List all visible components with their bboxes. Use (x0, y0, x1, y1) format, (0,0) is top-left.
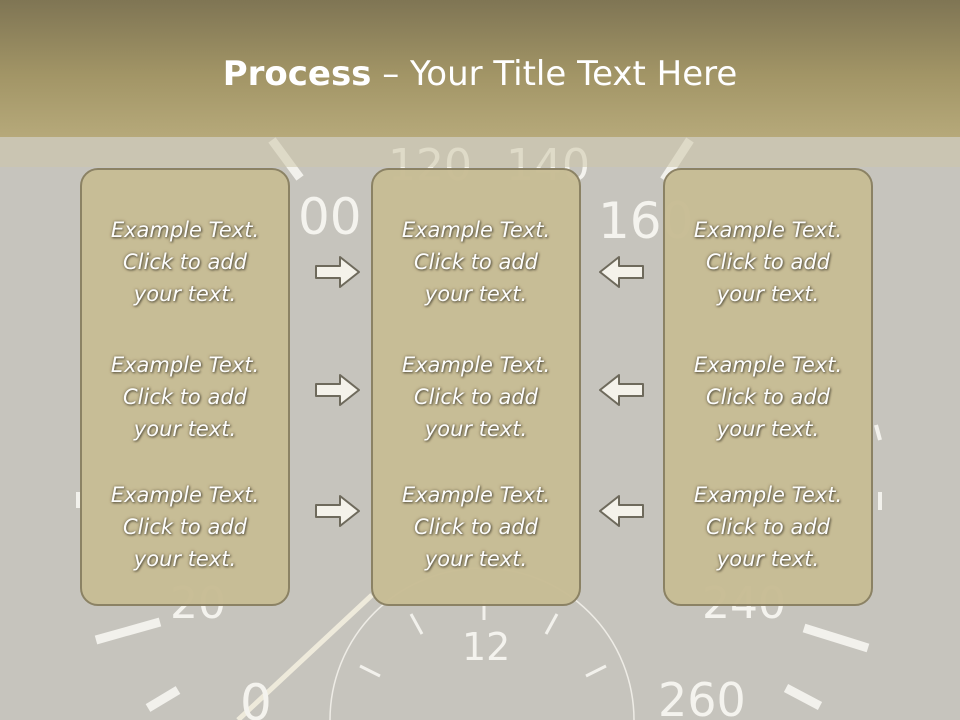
text-line: Example Text. (401, 483, 551, 507)
process-column-right: Example Text. Click to add your text. Ex… (663, 168, 873, 606)
title-bar (0, 0, 960, 137)
text-line: Example Text. (401, 218, 551, 242)
text-line: Click to add (122, 250, 247, 274)
gauge-number-0: 0 (240, 674, 272, 720)
arrow-right-icon (315, 374, 360, 406)
gauge-small-ticks (76, 424, 882, 510)
text-line: Click to add (705, 250, 830, 274)
text-line: Click to add (122, 385, 247, 409)
text-line: Click to add (705, 385, 830, 409)
text-line: Example Text. (693, 483, 843, 507)
text-placeholder[interactable]: Example Text. Click to add your text. (373, 349, 579, 445)
text-line: your text. (424, 282, 528, 306)
text-placeholder[interactable]: Example Text. Click to add your text. (373, 214, 579, 310)
title-bar-band (0, 137, 960, 167)
text-line: Example Text. (110, 483, 260, 507)
text-line: your text. (133, 547, 237, 571)
text-line: your text. (133, 417, 237, 441)
text-line: your text. (716, 282, 820, 306)
text-placeholder[interactable]: Example Text. Click to add your text. (665, 349, 871, 445)
text-placeholder[interactable]: Example Text. Click to add your text. (665, 479, 871, 575)
text-line: Example Text. (110, 353, 260, 377)
text-line: Click to add (413, 385, 538, 409)
text-line: Click to add (413, 250, 538, 274)
arrow-left-icon (599, 495, 644, 527)
text-line: Example Text. (693, 218, 843, 242)
text-line: Example Text. (693, 353, 843, 377)
text-line: Click to add (413, 515, 538, 539)
arrow-right-icon (315, 256, 360, 288)
text-line: your text. (424, 547, 528, 571)
arrow-right-icon (315, 495, 360, 527)
slide-title[interactable]: Process – Your Title Text Here (0, 52, 960, 96)
text-placeholder[interactable]: Example Text. Click to add your text. (82, 214, 288, 310)
text-placeholder[interactable]: Example Text. Click to add your text. (82, 349, 288, 445)
arrow-left-icon (599, 256, 644, 288)
text-placeholder[interactable]: Example Text. Click to add your text. (82, 479, 288, 575)
gauge-needle (236, 593, 374, 720)
text-line: Click to add (705, 515, 830, 539)
text-line: your text. (716, 417, 820, 441)
gauge-number-260: 260 (658, 673, 746, 720)
process-column-left: Example Text. Click to add your text. Ex… (80, 168, 290, 606)
text-line: your text. (424, 417, 528, 441)
text-line: Click to add (122, 515, 247, 539)
arrow-left-icon (599, 374, 644, 406)
gauge-number-12: 12 (462, 625, 510, 669)
text-line: your text. (133, 282, 237, 306)
title-bold: Process (222, 54, 372, 94)
text-line: your text. (716, 547, 820, 571)
title-rest: – Your Title Text Here (371, 54, 738, 94)
text-line: Example Text. (110, 218, 260, 242)
text-placeholder[interactable]: Example Text. Click to add your text. (665, 214, 871, 310)
gauge-number-100: 00 (298, 188, 362, 246)
text-line: Example Text. (401, 353, 551, 377)
process-column-center: Example Text. Click to add your text. Ex… (371, 168, 581, 606)
text-placeholder[interactable]: Example Text. Click to add your text. (373, 479, 579, 575)
